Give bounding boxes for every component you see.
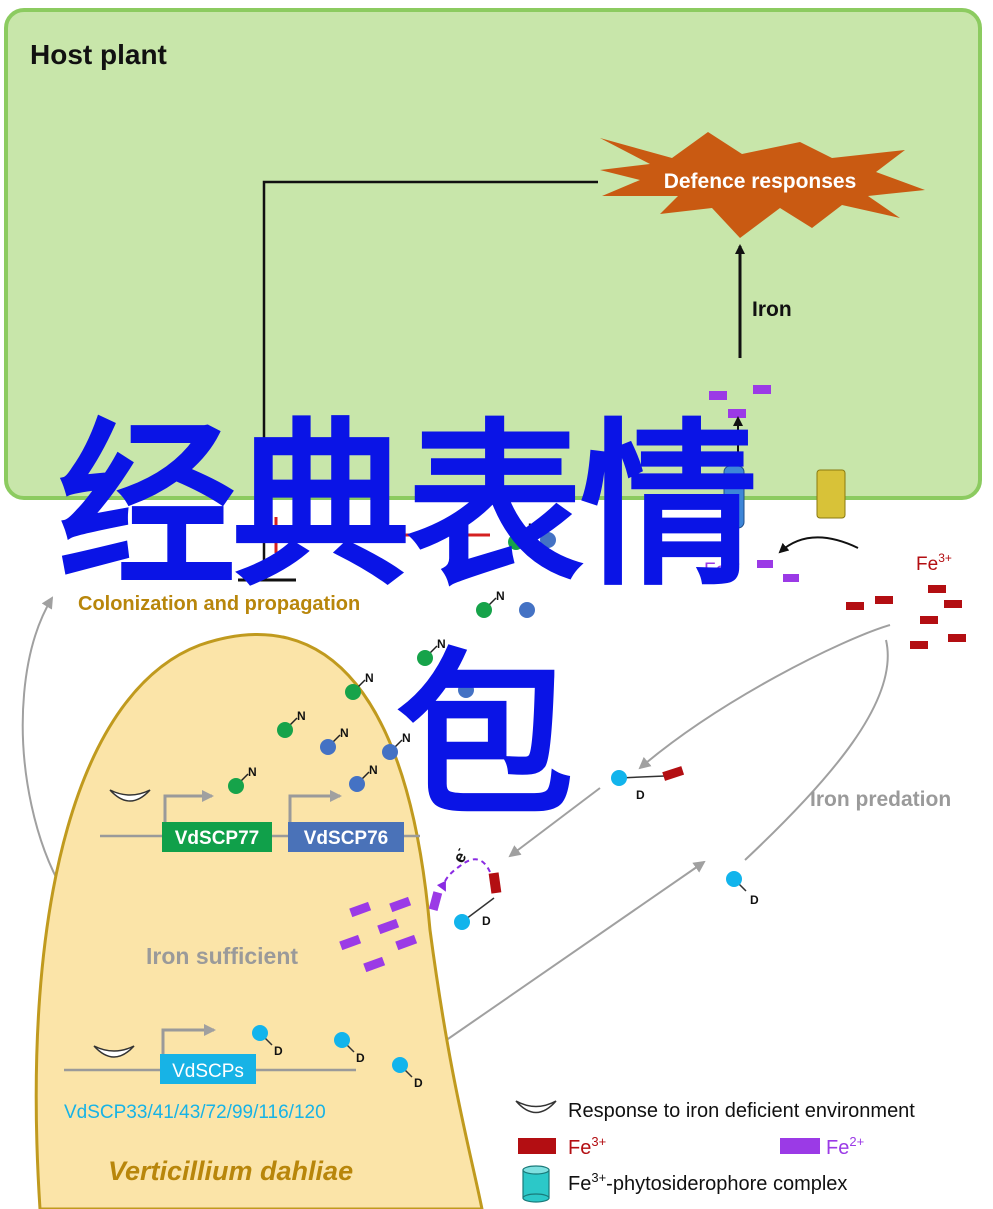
- svg-text:N: N: [248, 765, 257, 779]
- svg-text:D: D: [750, 893, 759, 907]
- promoter-arrow: [163, 790, 214, 822]
- vdscp77-gene-box: [162, 822, 272, 852]
- vdscps-gene-label: VdSCPs: [172, 1061, 244, 1082]
- vdscp77-protein: N: [476, 589, 505, 618]
- iron-predation-arrow-return: [744, 639, 889, 861]
- svg-text:N: N: [437, 637, 446, 651]
- fe2-ion: [728, 409, 746, 418]
- svg-text:N: N: [369, 763, 378, 777]
- electron-transfer-arrow: [436, 858, 491, 892]
- siderophore: D: [454, 897, 495, 930]
- siderophore: D: [334, 1032, 365, 1065]
- vdscp76-gene-box: [288, 822, 404, 852]
- secretion-arrow: [431, 860, 706, 1051]
- siderophore: D: [252, 1025, 283, 1058]
- to-fungus-arrow: [508, 787, 601, 858]
- svg-text:N: N: [402, 731, 411, 745]
- fe2-ion: [783, 574, 799, 582]
- iron-arrow-label: Iron: [752, 298, 792, 321]
- host-plant-box: [4, 8, 982, 500]
- fe2-cluster: [339, 896, 418, 973]
- svg-text:N: N: [528, 521, 537, 535]
- vdscp76-protein: [519, 602, 535, 618]
- fungus-hypha: [34, 633, 484, 1209]
- fe2-ion: [709, 391, 727, 400]
- svg-text:N: N: [365, 671, 374, 685]
- svg-text:N: N: [496, 589, 505, 603]
- electron-label: e-: [448, 845, 472, 867]
- svg-text:D: D: [414, 1076, 423, 1090]
- legend-response-text: Response to iron deficient environment: [568, 1100, 915, 1122]
- defence-responses-star: [600, 132, 925, 238]
- vdscp77-protein: N: [417, 637, 446, 666]
- vdscp77-gene-label: VdSCP77: [175, 828, 259, 849]
- fe3-label: Fe3+: [916, 551, 952, 575]
- svg-text:D: D: [482, 914, 491, 928]
- response-icon: [109, 789, 151, 802]
- colonization-label: Colonization and propagation: [78, 593, 360, 615]
- vdscp77-protein: N: [277, 709, 306, 738]
- legend-response-icon: [515, 1100, 557, 1114]
- siderophore: D: [726, 871, 759, 907]
- legend: Response to iron deficient environment F…: [515, 1100, 915, 1203]
- response-icon: [93, 1045, 135, 1058]
- host-plant-title: Host plant: [30, 39, 167, 70]
- fungus-name: Verticillium dahliae: [108, 1156, 353, 1186]
- fe3-cluster: [846, 585, 966, 649]
- vdscp76-protein: N: [349, 763, 378, 792]
- fe3-ion: [488, 872, 502, 894]
- vdscp76-protein: N: [320, 726, 349, 755]
- legend-complex-icon: [522, 1165, 550, 1203]
- vdscps-gene-box: [160, 1054, 256, 1084]
- vdscp76-gene-label: VdSCP76: [304, 828, 388, 849]
- promoter-arrow: [288, 790, 342, 822]
- iron-predation-label: Iron predation: [810, 788, 951, 811]
- inhibition-line: [262, 180, 598, 580]
- fe2-ion: [753, 385, 771, 394]
- svg-text:D: D: [356, 1051, 365, 1065]
- siderophore-fe3-complex: D: [611, 766, 685, 802]
- svg-text:D: D: [274, 1044, 283, 1058]
- svg-text:D: D: [636, 788, 645, 802]
- vdscps-list: VdSCP33/41/43/72/99/116/120: [64, 1102, 326, 1123]
- vdscp76-protein: [458, 682, 474, 698]
- fe2-ion: [757, 560, 773, 568]
- legend-complex-text: Fe3+-phytosiderophore complex: [568, 1170, 847, 1195]
- vdscp76-protein: N: [382, 731, 411, 760]
- vdscp76-protein: [540, 532, 556, 548]
- transporter-icon: [723, 465, 745, 529]
- reductase-icon: [816, 469, 846, 519]
- reduction-arrow: [778, 536, 859, 554]
- svg-text:N: N: [297, 709, 306, 723]
- defence-responses-label: Defence responses: [664, 170, 857, 193]
- promoter-arrow: [161, 1024, 216, 1054]
- legend-fe3-text: Fe3+: [568, 1134, 606, 1159]
- svg-text:N: N: [340, 726, 349, 740]
- iron-predation-arrow-in: [638, 624, 891, 770]
- vdscp77-protein: N: [508, 521, 537, 550]
- iron-sufficient-label: Iron sufficient: [146, 943, 298, 969]
- fe2-label: Fe2+: [704, 557, 740, 581]
- legend-fe2-text: Fe2+: [826, 1134, 864, 1159]
- fe2-ion: [428, 891, 443, 911]
- vdscp77-protein: N: [228, 765, 257, 794]
- legend-fe3-swatch: [518, 1138, 556, 1154]
- vdscp77-protein: N: [345, 671, 374, 700]
- legend-fe2-swatch: [780, 1138, 820, 1154]
- siderophore: D: [392, 1057, 423, 1090]
